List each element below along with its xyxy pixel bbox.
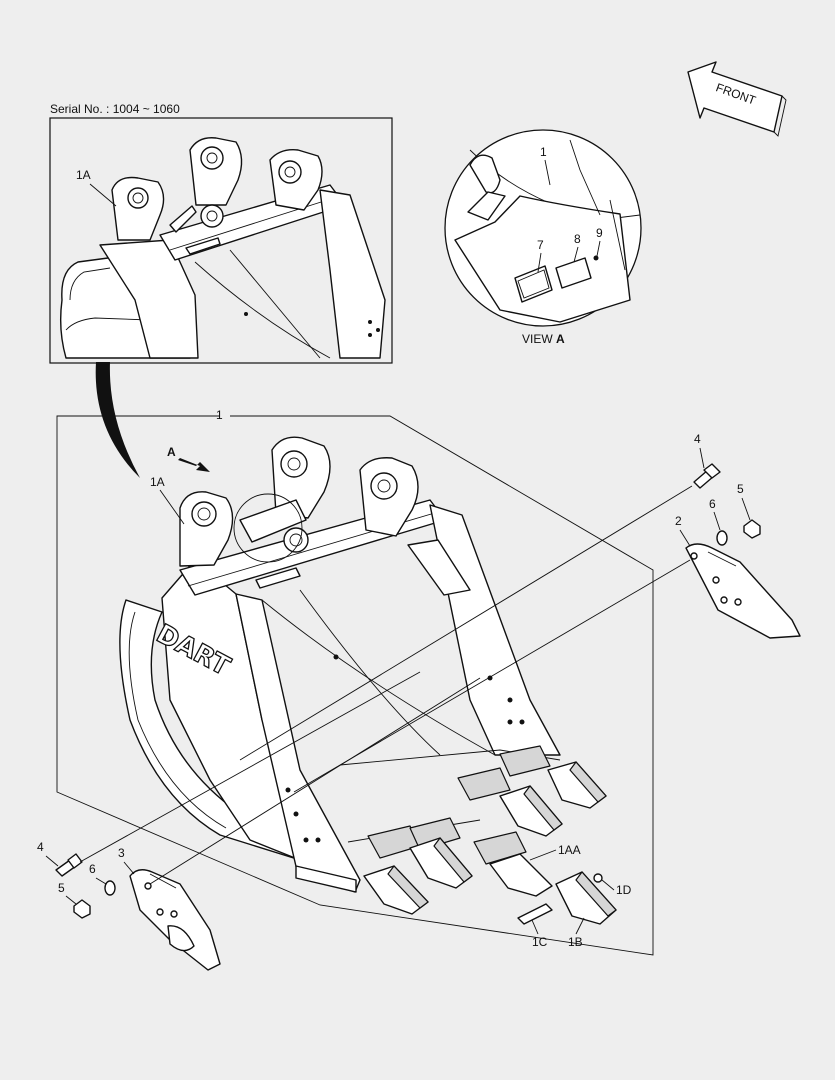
teeth-adapters [363,745,607,915]
view-letter: A [556,332,565,346]
view-a-arrow [178,458,210,472]
arrow-a-label: A [167,445,176,459]
label-main-1a: 1A [150,475,165,489]
label-p3-left: 3 [118,846,125,860]
label-main-1: 1 [216,408,223,422]
view-a-caption: VIEW A [522,332,565,346]
label-1b: 1B [568,935,583,949]
inset-pointer [95,362,140,478]
main-bucket-drawing: DART [119,436,561,893]
label-view-8: 8 [574,232,581,246]
label-1d: 1D [616,883,632,897]
label-p6-right: 6 [709,497,716,511]
label-p4-right: 4 [694,432,701,446]
label-p4-left: 4 [37,840,44,854]
label-p6-left: 6 [89,862,96,876]
view-prefix: VIEW [522,332,553,346]
serial-inset-frame [49,117,393,364]
label-1c: 1C [532,935,548,949]
label-p5-right: 5 [737,482,744,496]
front-arrow: FRONT [687,61,787,137]
label-view-9: 9 [596,226,603,240]
serial-number: Serial No. : 1004 ~ 1060 [50,102,180,116]
label-view-1: 1 [540,145,547,159]
label-inset-1a: 1A [76,168,91,182]
label-1aa: 1AA [558,843,581,857]
label-view-7: 7 [537,238,544,252]
main-frame [56,415,654,956]
label-p2-right: 2 [675,514,682,528]
left-side-cutter [55,853,221,971]
label-p5-left: 5 [58,881,65,895]
right-side-cutter [685,463,801,639]
loose-tooth-parts [517,871,617,925]
view-a-detail [444,129,642,327]
inset-bucket-drawing [59,137,386,359]
